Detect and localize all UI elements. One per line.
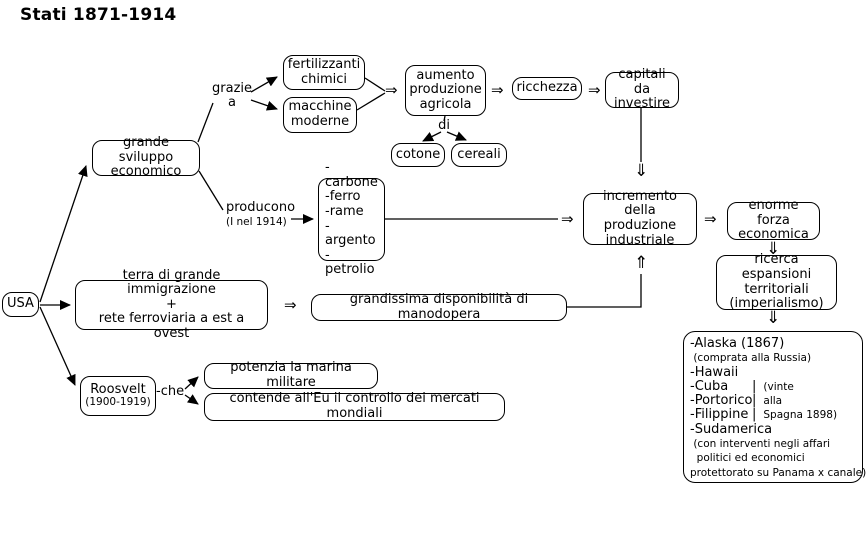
- double-arrow-right-icon: ⇒: [284, 296, 297, 314]
- label-grazie-a: grazie a: [212, 81, 252, 111]
- node-fertilizzanti-chimici: fertilizzanti chimici: [283, 55, 365, 90]
- double-arrow-right-icon: ⇒: [491, 81, 504, 99]
- node-capitali-da-investire: capitali da investire: [605, 67, 679, 111]
- territory-line: -Hawaii: [690, 364, 739, 380]
- territory-line: (comprata alla Russia): [690, 352, 812, 365]
- territory-line: -Alaska (1867): [690, 336, 785, 351]
- territory-line: -Portorico|alla: [690, 393, 783, 409]
- page-title: Stati 1871-1914: [20, 5, 177, 25]
- node-grandissima-manodopera: grandissima disponibilità di manodopera: [311, 292, 567, 321]
- double-arrow-down-icon: ⇓: [766, 239, 781, 259]
- territory-line: -Filippine|Spagna 1898): [690, 407, 838, 423]
- producono-note: (I nel 1914): [226, 215, 287, 228]
- edge-sviluppo-producono: [198, 170, 224, 211]
- node-cereali: cereali: [451, 143, 507, 167]
- node-minerali: -carbone -ferro -rame -argento -petrolio: [318, 161, 385, 277]
- label-di: di: [438, 118, 450, 133]
- label-producono: producono (I nel 1914): [226, 200, 296, 228]
- roosvelt-years: (1900-1919): [85, 396, 151, 409]
- edge-che-contende: [184, 394, 199, 405]
- node-cotone: cotone: [391, 143, 445, 167]
- node-incremento-produzione-industriale: incremento della produzione industriale: [583, 189, 697, 247]
- node-contende-mercati: contende all'Eu il controllo dei mercati…: [204, 392, 505, 421]
- edge-macchine-join: [356, 92, 386, 111]
- edge-di-cotone: [422, 131, 442, 142]
- edge-grazie-fertilizzanti: [250, 76, 278, 93]
- territory-line: -Cuba|(vinte: [690, 378, 794, 394]
- edge-che-potenzia: [184, 376, 199, 390]
- node-usa: USA: [2, 292, 39, 317]
- edge-grazie-macchine: [250, 99, 278, 111]
- node-ricchezza: ricchezza: [512, 77, 582, 100]
- territory-line: (con interventi negli affari: [690, 438, 831, 451]
- territory-line: protettorato su Panama x canale): [690, 466, 867, 479]
- node-aumento-produzione-agricola: aumento produzione agricola: [405, 65, 486, 116]
- node-enorme-forza-economica: enorme forza economica: [727, 198, 820, 242]
- node-grande-sviluppo-economico: grande sviluppo economico: [92, 135, 200, 179]
- double-arrow-right-icon: ⇒: [588, 81, 601, 99]
- node-ricerca-espansioni: ricerca espansioni territoriali (imperia…: [716, 253, 837, 311]
- roosvelt-name: Roosvelt: [90, 381, 146, 397]
- producono-text: producono: [226, 200, 296, 215]
- edge-fertilizzanti-join: [364, 77, 386, 92]
- territory-line: -Sudamerica: [690, 421, 773, 437]
- double-arrow-right-icon: ⇒: [385, 81, 398, 99]
- edge-grandissima-incremento: [567, 274, 642, 308]
- node-terra-immigrazione: terra di grande immigrazione + rete ferr…: [75, 268, 268, 341]
- double-arrow-right-icon: ⇒: [561, 210, 574, 228]
- node-potenzia-marina: potenzia la marina militare: [204, 361, 378, 390]
- edge-usa-roosvelt: [39, 306, 76, 386]
- node-macchine-moderne: macchine moderne: [283, 97, 357, 133]
- node-territori-list: -Alaska (1867) (comprata alla Russia) -H…: [683, 331, 867, 483]
- node-roosvelt: Roosvelt (1900-1919): [80, 376, 156, 416]
- double-arrow-down-icon: ⇓: [634, 161, 649, 181]
- double-arrow-right-icon: ⇒: [704, 210, 717, 228]
- double-arrow-down-icon: ⇓: [766, 308, 781, 328]
- label-che: -che: [156, 384, 185, 399]
- double-arrow-up-icon: ⇑: [634, 253, 649, 273]
- territory-line: politici ed economici: [690, 452, 805, 465]
